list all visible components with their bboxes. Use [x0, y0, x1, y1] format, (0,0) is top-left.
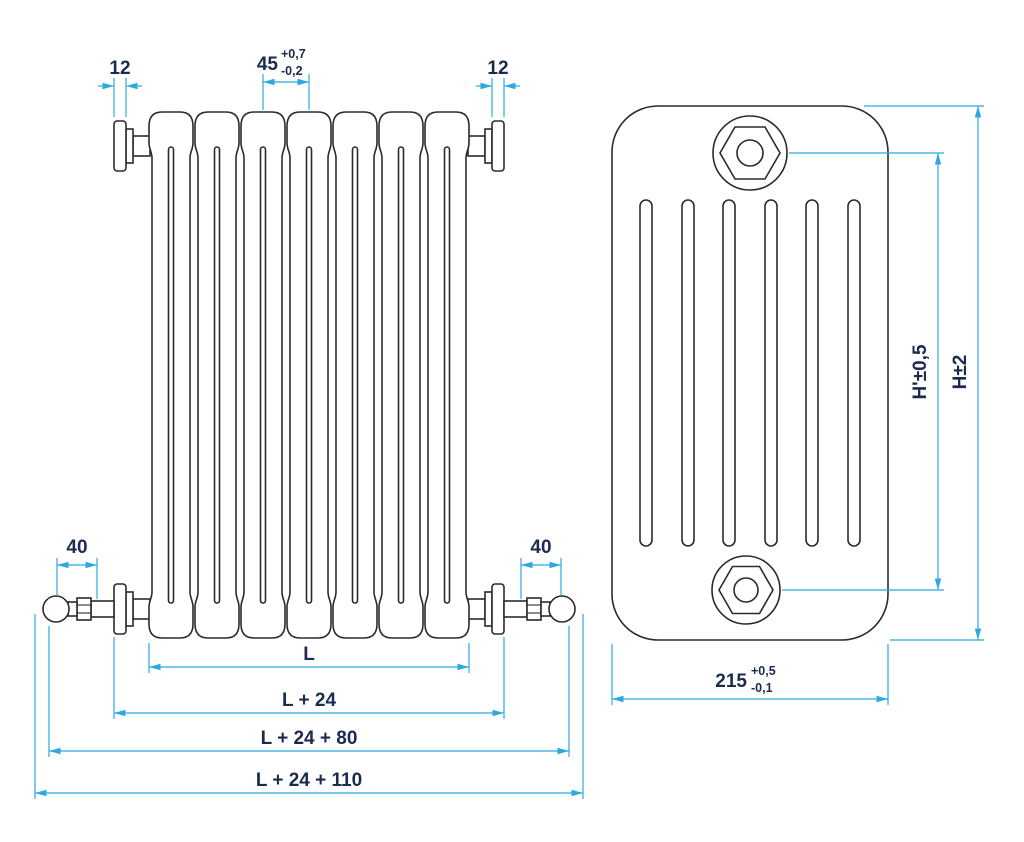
radiator-section — [378, 111, 424, 639]
plug-cap — [113, 120, 127, 172]
front-view: 12 12 45 +0,7 -0,2 40 — [34, 47, 584, 799]
dim-depth-tol-lower: -0,1 — [751, 681, 773, 695]
bushing-top — [712, 115, 788, 191]
plug-collar — [125, 591, 134, 627]
dim-tapping-top-right: 12 — [476, 58, 520, 117]
dim-length-plus-valves: L + 24 + 80 — [48, 626, 570, 757]
wall-plug-bottom-left — [113, 583, 151, 635]
dim-overall-height: H±2 — [864, 105, 984, 641]
plug-cap — [491, 120, 505, 172]
dim-length: L — [148, 643, 470, 673]
plug-collar — [125, 128, 134, 164]
column-slot — [847, 199, 861, 547]
dim-depth-label: 215 — [715, 671, 747, 692]
dim-tapping-centres-height-label: H'±0,5 — [910, 344, 931, 400]
radiator-section — [194, 111, 240, 639]
radiator-section — [332, 111, 378, 639]
column-slot — [681, 199, 695, 547]
bushing-bottom — [711, 555, 781, 625]
radiator-side-body — [611, 105, 889, 641]
column-slot — [639, 199, 653, 547]
valve-bottom-left — [42, 595, 115, 623]
dim-depth: 215 +0,5 -0,1 — [611, 644, 889, 705]
column-slot — [805, 199, 819, 547]
valve-connector — [90, 600, 115, 618]
column-slot — [764, 199, 778, 547]
dim-valve-right: 40 — [520, 537, 562, 599]
radiator-section — [286, 111, 332, 639]
radiator-section — [240, 111, 286, 639]
column-slot — [722, 199, 736, 547]
dim-valve-left: 40 — [56, 537, 98, 599]
dim-length-plus-valves-label: L + 24 + 80 — [261, 728, 358, 749]
bushing-bore — [736, 139, 764, 167]
dim-valve-left-label: 40 — [66, 537, 87, 558]
radiator-front-body — [148, 111, 470, 639]
dim-valve-right-label: 40 — [530, 537, 551, 558]
plug-cap — [491, 583, 505, 635]
dim-length-label: L — [303, 644, 315, 665]
dim-depth-tol-upper: +0,5 — [751, 664, 776, 678]
valve-ball — [42, 595, 70, 623]
dim-length-overall: L + 24 + 110 — [34, 614, 584, 799]
dim-length-plus-plugs: L + 24 — [113, 637, 505, 719]
plug-neck — [132, 135, 151, 157]
plug-neck — [132, 598, 151, 620]
plug-cap — [113, 583, 127, 635]
valve-hex-nut — [76, 597, 92, 621]
valve-connector — [503, 600, 528, 618]
valve-hex-nut — [526, 597, 542, 621]
dim-tapping-centres-height: H'±0,5 — [782, 152, 944, 591]
dim-tapping-top-left-label: 12 — [109, 58, 130, 79]
plug-collar — [484, 128, 493, 164]
column-slots — [639, 199, 861, 547]
wall-plug-top-left — [113, 120, 151, 172]
dim-section-pitch: 45 +0,7 -0,2 — [257, 47, 310, 110]
dim-overall-height-label: H±2 — [950, 355, 971, 390]
side-view: H'±0,5 H±2 215 +0,5 -0,1 — [611, 105, 984, 705]
dim-section-pitch-tol-lower: -0,2 — [281, 64, 303, 78]
dim-section-pitch-label: 45 — [257, 54, 279, 75]
valve-ball — [548, 595, 576, 623]
plug-neck — [467, 135, 486, 157]
radiator-section — [424, 111, 470, 639]
radiator-section — [148, 111, 194, 639]
dim-tapping-top-left: 12 — [98, 58, 142, 117]
dim-section-pitch-tol-upper: +0,7 — [281, 47, 306, 61]
dim-tapping-top-right-label: 12 — [487, 58, 508, 79]
bushing-bore — [733, 577, 759, 603]
dim-length-plus-plugs-label: L + 24 — [282, 690, 336, 711]
dim-length-overall-label: L + 24 + 110 — [256, 770, 362, 791]
wall-plug-top-right — [467, 120, 505, 172]
plug-collar — [484, 591, 493, 627]
wall-plug-bottom-right — [467, 583, 505, 635]
plug-neck — [467, 598, 486, 620]
valve-bottom-right — [503, 595, 576, 623]
